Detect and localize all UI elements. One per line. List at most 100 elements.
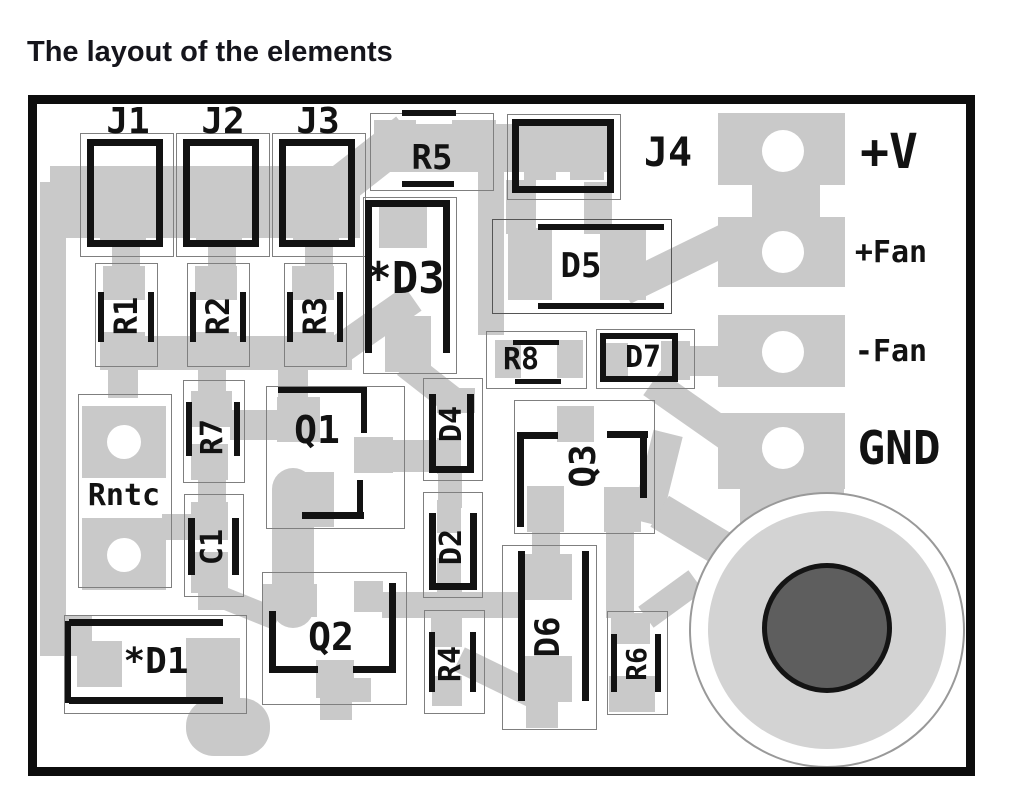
outline-d4 <box>423 378 483 481</box>
label-q2: Q2 <box>308 615 354 659</box>
transistor-mark-q2 <box>353 666 396 673</box>
transistor-mark-q3 <box>517 432 558 439</box>
resistor-mark-r5 <box>402 110 456 116</box>
connector-body-j3 <box>279 139 355 247</box>
diode-mark-d4 <box>429 466 474 473</box>
label-q1: Q1 <box>294 408 340 452</box>
label-r5: R5 <box>411 138 453 178</box>
solder-pad <box>354 437 393 473</box>
resistor-mark-r1 <box>148 292 154 342</box>
solder-pad <box>557 406 594 442</box>
transistor-mark-q1 <box>278 387 367 393</box>
solder-pad <box>385 316 431 372</box>
outline-j3 <box>272 133 366 257</box>
resistor-mark-r1 <box>98 292 104 342</box>
resistor-mark-r5 <box>402 181 454 187</box>
diode-mark-d3 <box>443 200 450 353</box>
copper-trace <box>526 698 558 728</box>
copper-trace <box>186 698 270 756</box>
copper-trace <box>162 514 192 540</box>
copper-trace <box>606 522 634 618</box>
solder-pad <box>186 638 240 698</box>
resistor-mark-r2 <box>240 292 246 342</box>
outline-d5 <box>492 219 672 314</box>
label-r4: R4 <box>433 645 468 683</box>
label-gnd: GND <box>857 421 941 475</box>
label-r8: R8 <box>502 342 540 377</box>
transistor-mark-q3 <box>640 431 647 498</box>
terminal-hole-v-plus <box>762 130 804 172</box>
outline-j2 <box>176 133 270 257</box>
diode-mark-d4 <box>429 394 436 472</box>
transistor-mark-q2 <box>269 666 318 673</box>
solder-pad <box>374 120 416 168</box>
resistor-mark-r7 <box>234 402 240 456</box>
label-j4: J4 <box>643 130 693 176</box>
copper-trace <box>688 346 720 376</box>
outline-r6 <box>607 611 668 715</box>
label-r1: R1 <box>107 296 145 336</box>
solder-pad <box>100 196 146 240</box>
diode-mark-d2 <box>429 513 436 589</box>
solder-pad <box>557 340 583 378</box>
resistor-mark-r8 <box>515 379 561 384</box>
outline-d7 <box>596 329 695 389</box>
outline-j4 <box>507 114 621 200</box>
transistor-mark-q3 <box>607 431 648 438</box>
outline-r4 <box>424 610 485 714</box>
label-j1: J1 <box>106 101 150 142</box>
outline-d3 <box>363 197 457 374</box>
outline-r2 <box>187 263 250 367</box>
resistor-mark-r7 <box>186 402 192 456</box>
label-r6: R6 <box>620 647 653 681</box>
rntc-hole <box>107 538 141 572</box>
label-fan-minus: -Fan <box>854 334 928 369</box>
diode-mark-d1 <box>69 619 223 626</box>
copper-trace <box>40 182 66 640</box>
solder-pad <box>103 332 145 368</box>
transistor-mark-q1 <box>357 480 363 519</box>
label-d1: *D1 <box>123 641 189 682</box>
diode-mark-d5 <box>538 303 664 309</box>
solder-pad <box>519 554 572 600</box>
outline-q2 <box>262 572 407 705</box>
outline-q3 <box>514 400 655 534</box>
solder-pad <box>195 332 237 368</box>
solder-pad <box>437 500 461 533</box>
solder-pad <box>191 502 228 540</box>
terminal-hole-gnd <box>762 427 804 469</box>
solder-pad <box>527 486 564 532</box>
solder-pad <box>191 552 228 593</box>
outline-q1 <box>266 386 405 529</box>
transistor-mark-q1 <box>302 512 364 519</box>
resistor-mark-r3 <box>287 292 293 342</box>
diode-mark-d6 <box>518 551 525 701</box>
solder-pad <box>191 444 228 480</box>
transistor-mark-q2 <box>389 583 396 673</box>
outline-r1 <box>95 263 158 367</box>
diode-mark-d3 <box>365 200 372 353</box>
connector-body-j1 <box>87 139 163 247</box>
terminal-hole-fan-plus <box>762 231 804 273</box>
solder-pad <box>524 128 556 180</box>
rntc-hole <box>107 425 141 459</box>
solder-pad <box>600 228 646 300</box>
label-d7: D7 <box>624 340 662 375</box>
diode-mark-d1 <box>65 621 71 703</box>
solder-pad <box>292 332 334 368</box>
solder-pad <box>339 678 371 702</box>
outline-j1 <box>80 133 174 257</box>
solder-pad <box>354 581 383 612</box>
solder-pad <box>431 613 462 647</box>
solder-pad <box>277 397 320 442</box>
solder-pad <box>196 196 242 240</box>
transistor-mark-q1 <box>361 387 367 433</box>
solder-pad <box>195 266 237 300</box>
label-v-plus: +V <box>860 124 918 180</box>
copper-trace <box>108 362 138 398</box>
outline-c1 <box>184 494 244 597</box>
resistor-mark-r4 <box>470 632 476 692</box>
resistor-mark-r4 <box>429 632 435 692</box>
solder-pad <box>452 120 496 168</box>
